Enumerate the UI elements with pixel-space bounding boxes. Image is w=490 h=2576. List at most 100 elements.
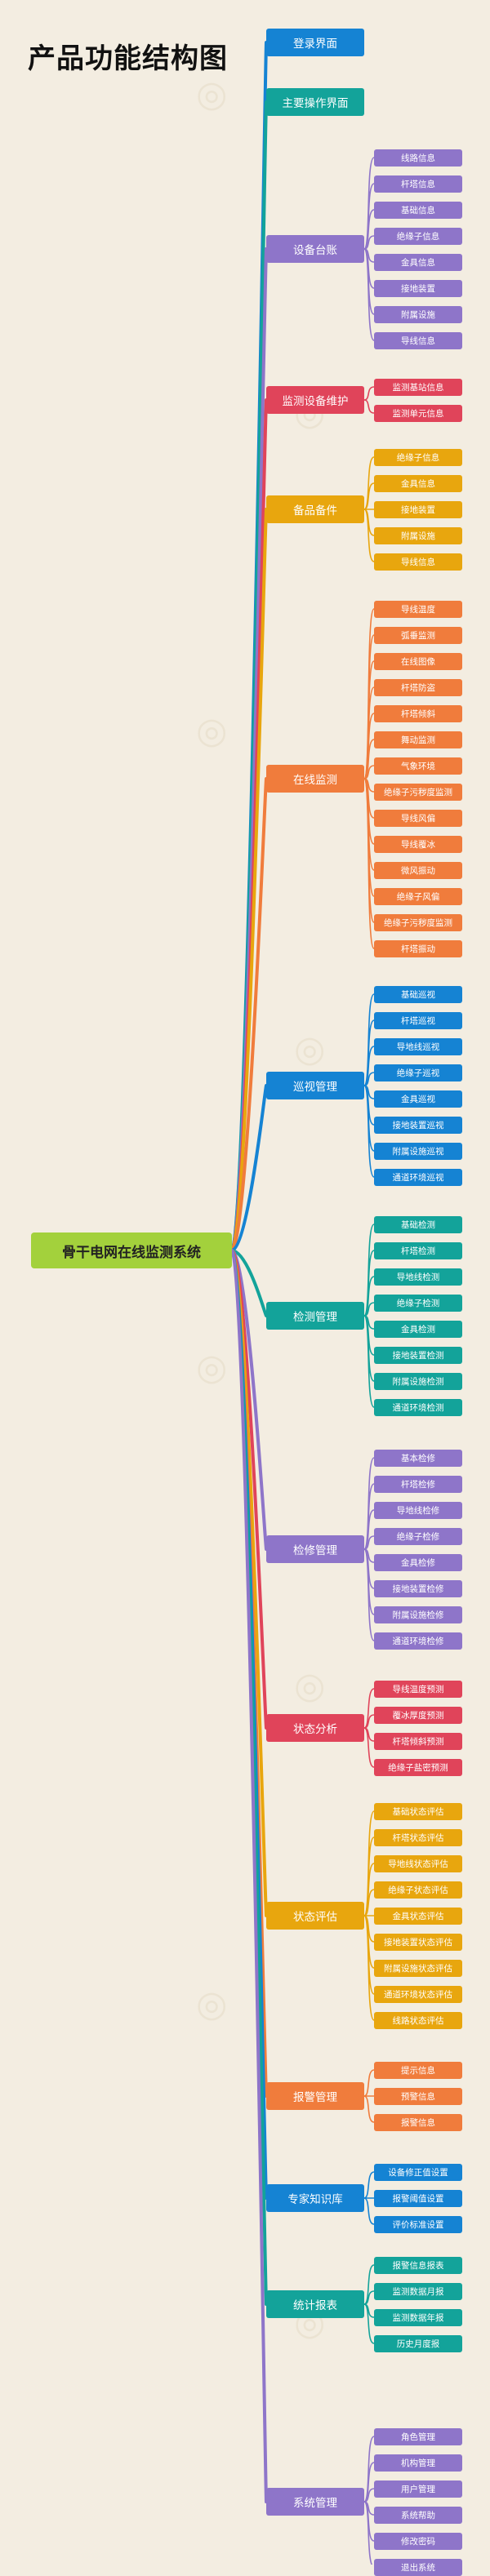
leaf-node[interactable]: 历史月度报 — [374, 2334, 462, 2352]
leaf-node[interactable]: 绝缘子信息 — [374, 448, 462, 466]
leaf-node[interactable]: 杆塔防盗 — [374, 678, 462, 696]
leaf-node[interactable]: 绝缘子巡视 — [374, 1064, 462, 1081]
category-node[interactable]: 统计报表 — [266, 2290, 364, 2318]
leaf-node[interactable]: 机构管理 — [374, 2454, 462, 2472]
category-node[interactable]: 登录界面 — [266, 29, 364, 56]
leaf-node[interactable]: 导线温度 — [374, 600, 462, 618]
category-node[interactable]: 备品备件 — [266, 495, 364, 523]
leaf-node[interactable]: 系统帮助 — [374, 2506, 462, 2524]
leaf-node[interactable]: 在线图像 — [374, 652, 462, 670]
category-node[interactable]: 在线监测 — [266, 765, 364, 793]
leaf-node[interactable]: 接地装置 — [374, 279, 462, 297]
category-node[interactable]: 巡视管理 — [266, 1072, 364, 1099]
leaf-node[interactable]: 导线覆冰 — [374, 835, 462, 853]
leaf-node[interactable]: 附属设施巡视 — [374, 1142, 462, 1160]
category-node[interactable]: 专家知识库 — [266, 2184, 364, 2212]
leaf-node[interactable]: 通道环境检测 — [374, 1398, 462, 1416]
leaf-node[interactable]: 金具信息 — [374, 253, 462, 271]
leaf-node[interactable]: 绝缘子状态评估 — [374, 1881, 462, 1899]
leaf-node[interactable]: 基础信息 — [374, 201, 462, 219]
leaf-node[interactable]: 微风振动 — [374, 861, 462, 879]
leaf-node[interactable]: 杆塔倾斜 — [374, 704, 462, 722]
leaf-node[interactable]: 弧垂监测 — [374, 626, 462, 644]
category-node[interactable]: 检测管理 — [266, 1302, 364, 1330]
leaf-node[interactable]: 修改密码 — [374, 2532, 462, 2550]
leaf-node[interactable]: 基本检修 — [374, 1449, 462, 1467]
leaf-node[interactable]: 绝缘子信息 — [374, 227, 462, 245]
leaf-node[interactable]: 杆塔检测 — [374, 1241, 462, 1259]
leaf-node[interactable]: 监测数据年报 — [374, 2308, 462, 2326]
leaf-node[interactable]: 提示信息 — [374, 2061, 462, 2079]
category-node[interactable]: 报警管理 — [266, 2082, 364, 2110]
leaf-node[interactable]: 导线风偏 — [374, 809, 462, 827]
leaf-node[interactable]: 附属设施检修 — [374, 1606, 462, 1623]
leaf-node[interactable]: 杆塔检修 — [374, 1475, 462, 1493]
leaf-node[interactable]: 通道环境检修 — [374, 1632, 462, 1650]
leaf-node[interactable]: 金具检测 — [374, 1320, 462, 1338]
leaf-node[interactable]: 退出系统 — [374, 2558, 462, 2576]
connector-line — [230, 1249, 268, 1551]
leaf-node[interactable]: 导线信息 — [374, 553, 462, 571]
leaf-node[interactable]: 预警信息 — [374, 2087, 462, 2105]
leaf-node[interactable]: 基础检测 — [374, 1215, 462, 1233]
leaf-node[interactable]: 监测数据月报 — [374, 2282, 462, 2300]
leaf-node[interactable]: 金具状态评估 — [374, 1907, 462, 1925]
leaf-node[interactable]: 金具巡视 — [374, 1090, 462, 1108]
leaf-node[interactable]: 附属设施 — [374, 526, 462, 544]
leaf-node[interactable]: 杆塔信息 — [374, 175, 462, 193]
leaf-node[interactable]: 监测单元信息 — [374, 404, 462, 422]
leaf-node[interactable]: 附属设施状态评估 — [374, 1959, 462, 1977]
leaf-node[interactable]: 接地装置 — [374, 500, 462, 518]
leaf-node[interactable]: 绝缘子检修 — [374, 1527, 462, 1545]
leaf-node[interactable]: 角色管理 — [374, 2427, 462, 2445]
leaf-node[interactable]: 金具检修 — [374, 1553, 462, 1571]
root-node[interactable]: 骨干电网在线监测系统 — [31, 1232, 232, 1268]
category-node[interactable]: 检修管理 — [266, 1535, 364, 1563]
leaf-node[interactable]: 报警信息 — [374, 2113, 462, 2131]
leaf-node[interactable]: 导地线状态评估 — [374, 1854, 462, 1872]
leaf-node[interactable]: 监测基站信息 — [374, 378, 462, 396]
leaf-node[interactable]: 绝缘子污秽度监测 — [374, 783, 462, 801]
leaf-node[interactable]: 接地装置状态评估 — [374, 1933, 462, 1951]
leaf-node[interactable]: 接地装置巡视 — [374, 1116, 462, 1134]
leaf-node[interactable]: 绝缘子盐密预测 — [374, 1758, 462, 1776]
category-node[interactable]: 系统管理 — [266, 2488, 364, 2516]
category-node[interactable]: 监测设备维护 — [266, 386, 364, 414]
leaf-node[interactable]: 报警信息报表 — [374, 2256, 462, 2274]
leaf-node[interactable]: 导地线检修 — [374, 1501, 462, 1519]
leaf-node[interactable]: 用户管理 — [374, 2480, 462, 2498]
leaf-node[interactable]: 接地装置检测 — [374, 1346, 462, 1364]
category-node[interactable]: 设备台账 — [266, 235, 364, 263]
leaf-node[interactable]: 舞动监测 — [374, 731, 462, 748]
leaf-node[interactable]: 报警阈值设置 — [374, 2189, 462, 2207]
leaf-node[interactable]: 基础巡视 — [374, 985, 462, 1003]
leaf-node[interactable]: 通道环境巡视 — [374, 1168, 462, 1186]
leaf-node[interactable]: 导地线检测 — [374, 1268, 462, 1286]
leaf-node[interactable]: 气象环境 — [374, 757, 462, 775]
leaf-node[interactable]: 基础状态评估 — [374, 1802, 462, 1820]
leaf-node[interactable]: 接地装置检修 — [374, 1579, 462, 1597]
category-node[interactable]: 状态分析 — [266, 1714, 364, 1742]
leaf-node[interactable]: 绝缘子风偏 — [374, 887, 462, 905]
leaf-node[interactable]: 导地线巡视 — [374, 1037, 462, 1055]
connector-line — [363, 2197, 375, 2225]
leaf-node[interactable]: 导线信息 — [374, 331, 462, 349]
leaf-node[interactable]: 评价标准设置 — [374, 2215, 462, 2233]
leaf-node[interactable]: 线路信息 — [374, 149, 462, 167]
category-node[interactable]: 状态评估 — [266, 1902, 364, 1930]
leaf-node[interactable]: 杆塔倾斜预测 — [374, 1732, 462, 1750]
leaf-node[interactable]: 绝缘子污秽度监测 — [374, 913, 462, 931]
leaf-node[interactable]: 覆冰厚度预测 — [374, 1706, 462, 1724]
leaf-node[interactable]: 通道环境状态评估 — [374, 1985, 462, 2003]
leaf-node[interactable]: 附属设施 — [374, 305, 462, 323]
leaf-node[interactable]: 杆塔巡视 — [374, 1011, 462, 1029]
leaf-node[interactable]: 线路状态评估 — [374, 2011, 462, 2029]
leaf-node[interactable]: 导线温度预测 — [374, 1680, 462, 1698]
leaf-node[interactable]: 设备修正值设置 — [374, 2163, 462, 2181]
category-node[interactable]: 主要操作界面 — [266, 88, 364, 116]
leaf-node[interactable]: 杆塔振动 — [374, 939, 462, 957]
leaf-node[interactable]: 金具信息 — [374, 474, 462, 492]
leaf-node[interactable]: 杆塔状态评估 — [374, 1828, 462, 1846]
leaf-node[interactable]: 绝缘子检测 — [374, 1294, 462, 1312]
leaf-node[interactable]: 附属设施检测 — [374, 1372, 462, 1390]
